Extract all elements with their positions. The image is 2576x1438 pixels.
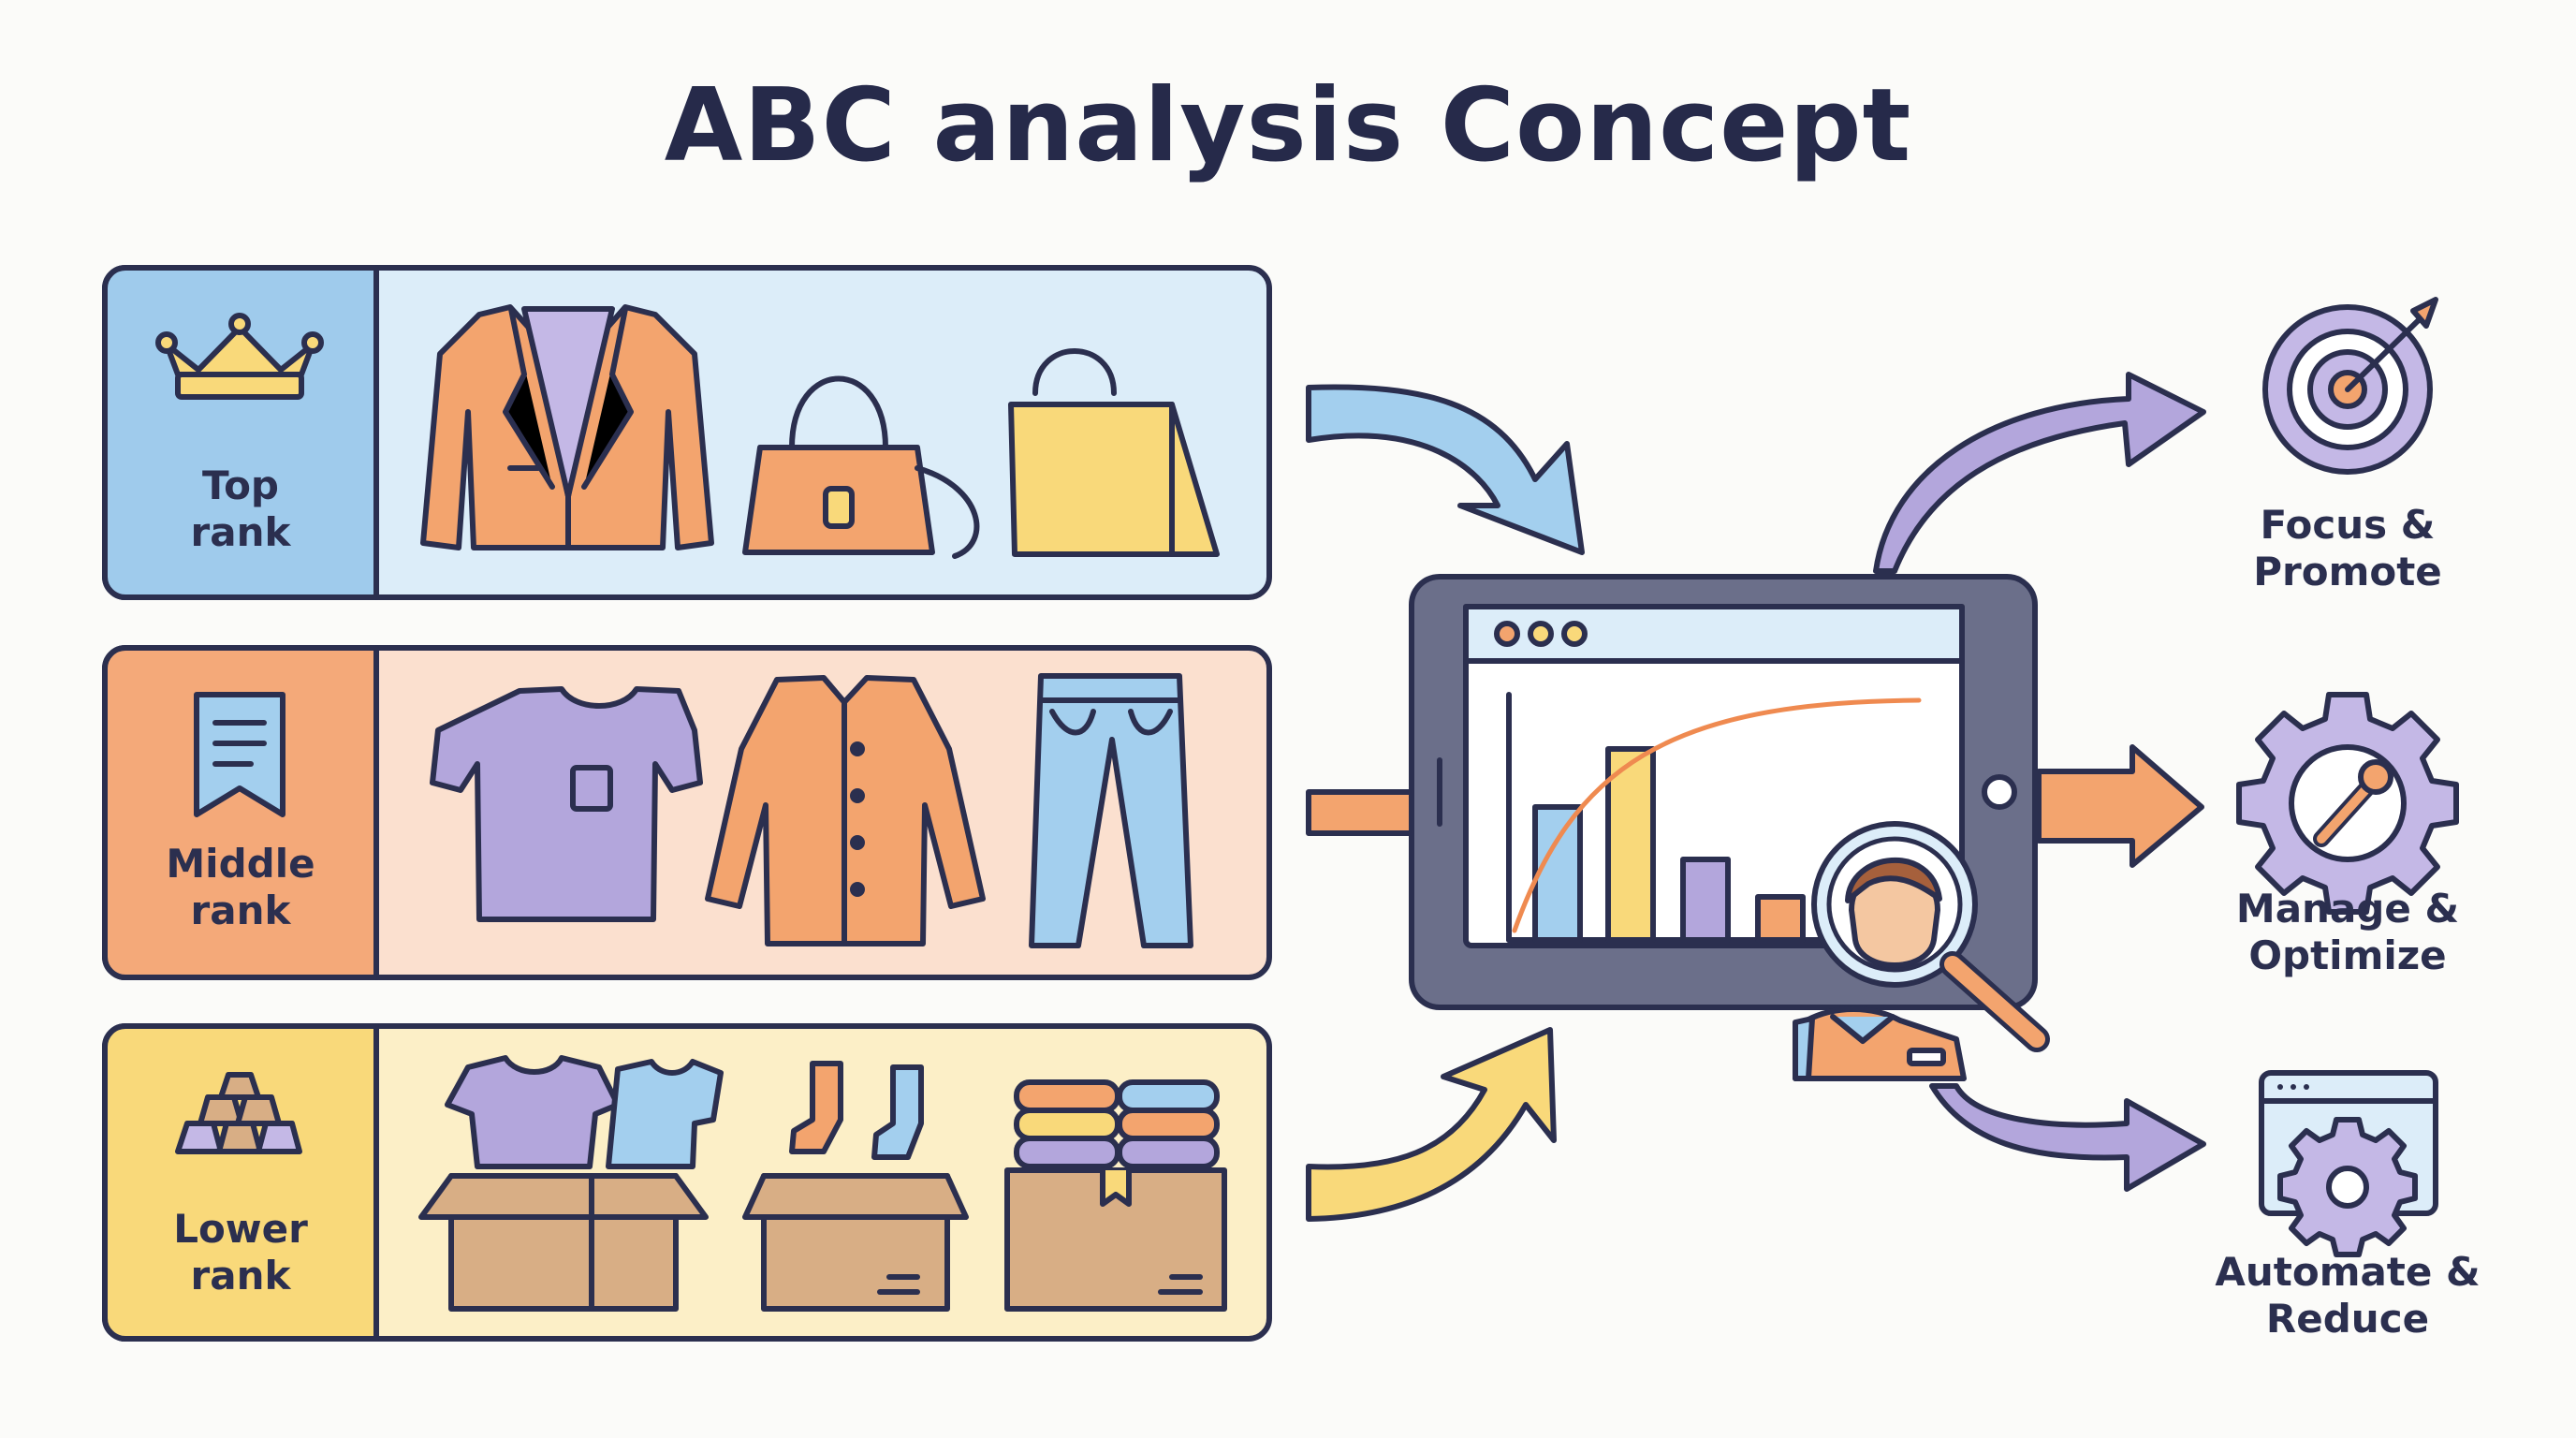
crown-icon bbox=[155, 313, 324, 400]
rank-label-middle-line2: rank bbox=[190, 888, 291, 934]
shopping-bag-icon bbox=[1008, 348, 1220, 557]
pareto-chart bbox=[1506, 692, 1922, 943]
rank-label-top-line1: Top bbox=[202, 462, 279, 508]
page-title: ABC analysis Concept bbox=[664, 67, 1912, 184]
browser-gear-icon bbox=[2259, 1070, 2438, 1257]
folded-clothes-box-icon bbox=[1004, 1079, 1227, 1312]
arrow-out-focus bbox=[1873, 372, 2206, 574]
action-label-focus: Focus & Promote bbox=[2179, 502, 2516, 596]
chart-bar-b bbox=[1605, 746, 1656, 943]
action-label-automate-line1: Automate & bbox=[2215, 1249, 2481, 1295]
action-label-focus-line2: Promote bbox=[2253, 549, 2442, 595]
arrow-top-in bbox=[1306, 384, 1585, 555]
rank-label-middle: Middle rank bbox=[119, 841, 362, 935]
rank-label-lower-line2: rank bbox=[190, 1253, 291, 1299]
action-label-manage-line1: Manage & bbox=[2235, 886, 2460, 932]
handbag-icon bbox=[742, 375, 980, 559]
rank-label-top: Top rank bbox=[119, 462, 362, 557]
clothes-box-icon bbox=[418, 1055, 724, 1312]
analyst-icon bbox=[1793, 821, 2050, 1081]
chart-bar-a bbox=[1532, 804, 1583, 943]
lower-rank-panel bbox=[102, 1023, 1272, 1342]
jeans-icon bbox=[1029, 673, 1193, 948]
arrow-out-manage bbox=[2036, 744, 2204, 868]
action-label-automate: Automate & Reduce bbox=[2179, 1249, 2516, 1343]
target-icon bbox=[2262, 297, 2438, 475]
arrow-middle-in bbox=[1306, 789, 1416, 836]
action-label-manage-line2: Optimize bbox=[2248, 932, 2447, 979]
arrow-out-automate bbox=[1929, 1083, 2206, 1192]
rank-label-lower-line1: Lower bbox=[173, 1206, 308, 1252]
socks-box-icon bbox=[742, 1061, 969, 1312]
gold-bars-icon bbox=[175, 1072, 302, 1154]
arrow-lower-in bbox=[1306, 1027, 1557, 1222]
rank-label-middle-line1: Middle bbox=[166, 841, 315, 887]
bookmark-icon bbox=[194, 692, 285, 817]
cumulative-curve bbox=[1512, 697, 1922, 933]
chart-bar-d bbox=[1755, 894, 1806, 943]
action-label-focus-line1: Focus & bbox=[2260, 502, 2436, 548]
gear-wrench-icon bbox=[2236, 692, 2459, 915]
shirt-icon bbox=[705, 675, 986, 946]
rank-label-top-line2: rank bbox=[190, 509, 291, 556]
chart-bar-c bbox=[1680, 857, 1731, 943]
jacket-icon bbox=[420, 304, 714, 550]
tshirt-icon bbox=[430, 686, 703, 922]
action-label-manage: Manage & Optimize bbox=[2179, 886, 2516, 980]
action-label-automate-line2: Reduce bbox=[2265, 1296, 2430, 1343]
rank-label-lower: Lower rank bbox=[119, 1206, 362, 1300]
